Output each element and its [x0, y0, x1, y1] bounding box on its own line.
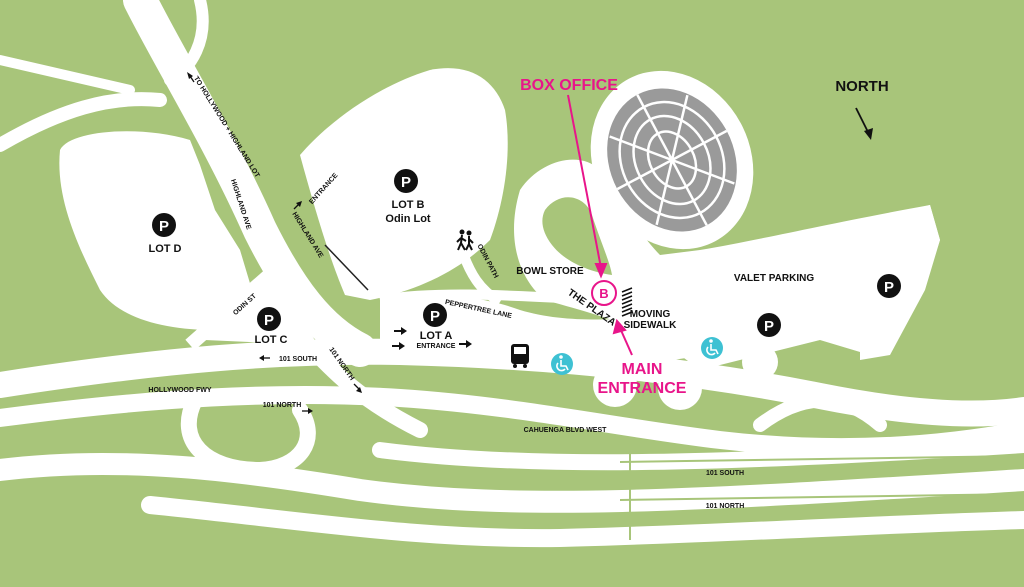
highland-ave-road [0, 0, 377, 367]
north-101-right-label: 101 NORTH [706, 503, 745, 510]
hollywood-fwy-label: HOLLYWOOD FWY [148, 387, 211, 394]
lane-dividers [619, 445, 1024, 540]
parking-icon[interactable]: P [757, 313, 781, 337]
freeway-lanes [0, 322, 1024, 548]
parking-symbol: P [764, 318, 774, 335]
parking-symbol: P [884, 279, 894, 296]
bus-icon [511, 344, 529, 368]
plaza-circles [593, 344, 778, 410]
bowl-store-label: BOWL STORE [516, 266, 584, 277]
box-office-marker-letter: B [599, 286, 608, 301]
lot-b-label: LOT B [392, 199, 425, 211]
parking-symbol: P [430, 308, 440, 325]
plaza-lawn [542, 197, 612, 275]
moving-sidewalk-label-2: SIDEWALK [624, 320, 678, 331]
box-office-label: BOX OFFICE [520, 77, 618, 94]
compass-label: NORTH [835, 78, 888, 95]
parking-icon[interactable]: P [257, 307, 281, 331]
box-office-pointer [567, 94, 608, 279]
lot-a-label: LOT A [420, 330, 453, 342]
lot-c-label: LOT C [255, 334, 288, 346]
main-entrance-pointer [612, 318, 633, 356]
parking-symbol: P [264, 312, 274, 329]
parking-icon[interactable]: P [877, 274, 901, 298]
valet-parking-label: VALET PARKING [734, 273, 814, 284]
lot-a-entrance-label: ENTRANCE [417, 343, 456, 350]
arrow-icon [187, 72, 362, 414]
parking-icon[interactable]: P [152, 213, 176, 237]
parking-symbol: P [159, 218, 169, 235]
lot-d-label: LOT D [149, 243, 182, 255]
south-101-right-label: 101 SOUTH [706, 470, 744, 477]
parking-symbol: P [401, 174, 411, 191]
odin-path [455, 243, 503, 307]
hollywood-bowl-shell [590, 70, 754, 250]
valet-area [760, 205, 940, 360]
entrance-line [324, 244, 369, 291]
south-101-left-label: 101 SOUTH [279, 356, 317, 363]
box-office-marker[interactable]: B [591, 280, 617, 306]
parking-icon[interactable]: P [394, 169, 418, 193]
parking-icon[interactable]: P [423, 303, 447, 327]
cahuenga-label: CAHUENGA BLVD WEST [524, 427, 608, 434]
accessible-icon[interactable] [701, 337, 723, 359]
north-arrow-icon [855, 107, 873, 140]
main-entrance-label-2: ENTRANCE [598, 380, 687, 397]
arrow-icon [392, 327, 472, 350]
odin-st-road [185, 264, 280, 351]
lot-b-name: Odin Lot [385, 213, 431, 225]
moving-sidewalk-label-1: MOVING [630, 309, 671, 320]
north-101-left-label: 101 NORTH [263, 402, 302, 409]
pedestrian-icon [456, 229, 474, 251]
moving-sidewalk-hatch [621, 287, 633, 317]
main-entrance-label-1: MAIN [622, 361, 663, 378]
accessible-icon[interactable] [551, 353, 573, 375]
